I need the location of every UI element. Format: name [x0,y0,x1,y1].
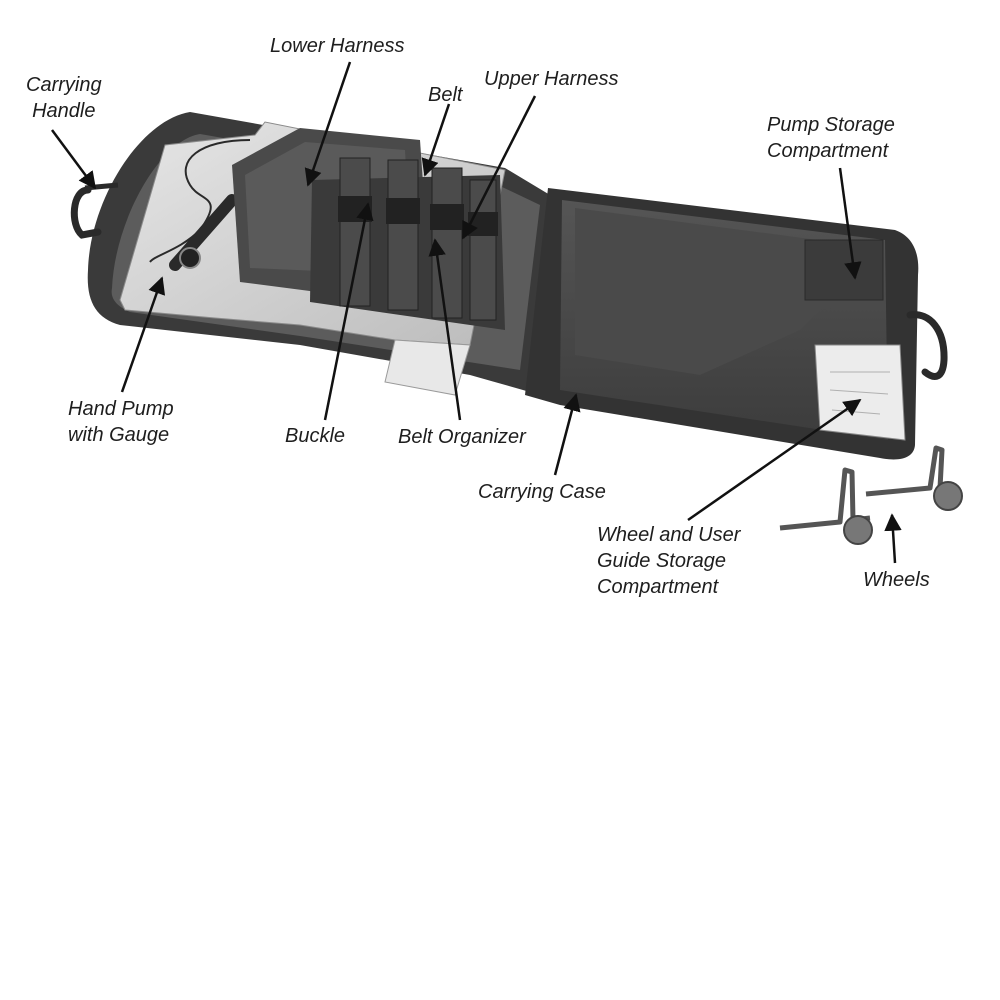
carrying-handle-right [906,311,948,380]
arrow-carrying-handle [50,129,97,190]
label-line: Compartment [597,576,719,598]
wheels [779,445,963,545]
label-line: Lower Harness [270,35,405,57]
callout-arrows [50,61,902,564]
label-buckle: Buckle [285,423,345,449]
arrow-belt [421,103,451,177]
label-line: Upper Harness [484,68,619,90]
label-hand-pump-with-gauge: Hand Pump with Gauge [68,396,174,448]
label-line: Belt Organizer [398,426,526,448]
arrow-belt-organizer [428,238,462,421]
label-wheel-and-user-guide-storage-compartment: Wheel and User Guide Storage Compartment [597,522,740,600]
label-belt: Belt [428,82,462,108]
arrow-upper-harness [461,95,537,240]
label-pump-storage-compartment: Pump Storage Compartment [767,112,895,164]
label-line: Carrying [26,74,102,96]
label-carrying-case: Carrying Case [478,479,606,505]
label-wheels: Wheels [863,567,930,593]
case-right-half [525,188,919,460]
hand-pump-with-gauge [149,139,251,271]
label-upper-harness: Upper Harness [484,66,619,92]
label-belt-organizer: Belt Organizer [398,424,526,450]
label-line: with Gauge [68,424,170,446]
buckle-icon [386,198,420,224]
carrying-handle-left [70,186,102,239]
belt-strap [469,179,497,321]
label-line: Handle [32,100,96,122]
wheel-icon [843,515,873,545]
belt-strap [387,159,419,311]
label-line: Belt [428,84,463,106]
label-line: Compartment [767,140,889,162]
label-line: Carrying Case [478,481,606,503]
buckle-icon [468,212,498,236]
buckle-icon [430,204,464,230]
arrow-wheel-guide [687,398,862,522]
belt-organizer [310,157,505,330]
label-line: Guide Storage [597,550,726,572]
label-carrying-handle: Carrying Handle [26,72,102,124]
label-line: Hand Pump [68,398,174,420]
arrow-lower-harness [304,61,352,187]
arrow-pump-storage [838,167,862,280]
arrow-hand-pump [120,276,166,393]
label-line: Buckle [285,425,346,447]
arrow-buckle [323,202,374,421]
wheel-icon [933,481,963,511]
label-line: Wheels [863,569,930,591]
arrow-wheels [884,513,902,564]
pump-storage-pocket [804,239,884,301]
label-line: Pump Storage [767,114,895,136]
label-line: Wheel and User [597,524,741,546]
belt-strap [339,157,371,307]
arrow-carrying-case [553,393,581,476]
label-lower-harness: Lower Harness [270,33,405,59]
